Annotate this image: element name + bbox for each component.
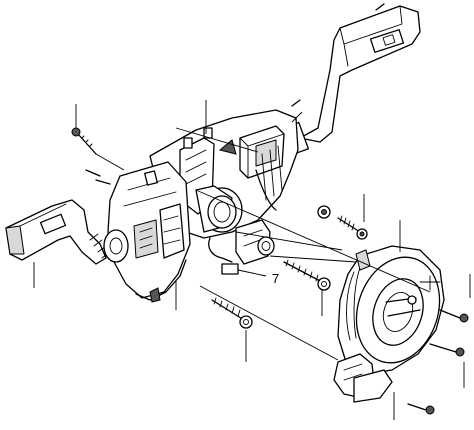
direction-dashes <box>85 99 301 185</box>
clockspring-cassette <box>333 245 445 403</box>
leader-housing-mid <box>175 127 259 153</box>
leader-callout-7 <box>237 269 267 277</box>
switch-housing <box>107 109 299 303</box>
screw-middle-long <box>283 259 331 291</box>
screw-clockspring-3 <box>407 403 435 415</box>
callout-label-7: 7 <box>272 271 279 286</box>
screw-right-upper <box>337 215 368 240</box>
screw-clockspring-1 <box>439 309 469 323</box>
screw-top-left <box>71 127 97 155</box>
wiper-switch-button <box>369 29 405 53</box>
indicator-stalk-lever <box>5 199 129 265</box>
wiper-stalk-lever <box>299 3 421 143</box>
leader-lines <box>33 100 471 420</box>
harness-plug <box>221 263 239 275</box>
screw-clockspring-2 <box>429 343 465 357</box>
screw-lower-long <box>211 297 253 329</box>
indicator-switch-button <box>39 213 67 235</box>
washer-right <box>317 205 331 219</box>
assembly-axis-lines <box>95 111 431 361</box>
